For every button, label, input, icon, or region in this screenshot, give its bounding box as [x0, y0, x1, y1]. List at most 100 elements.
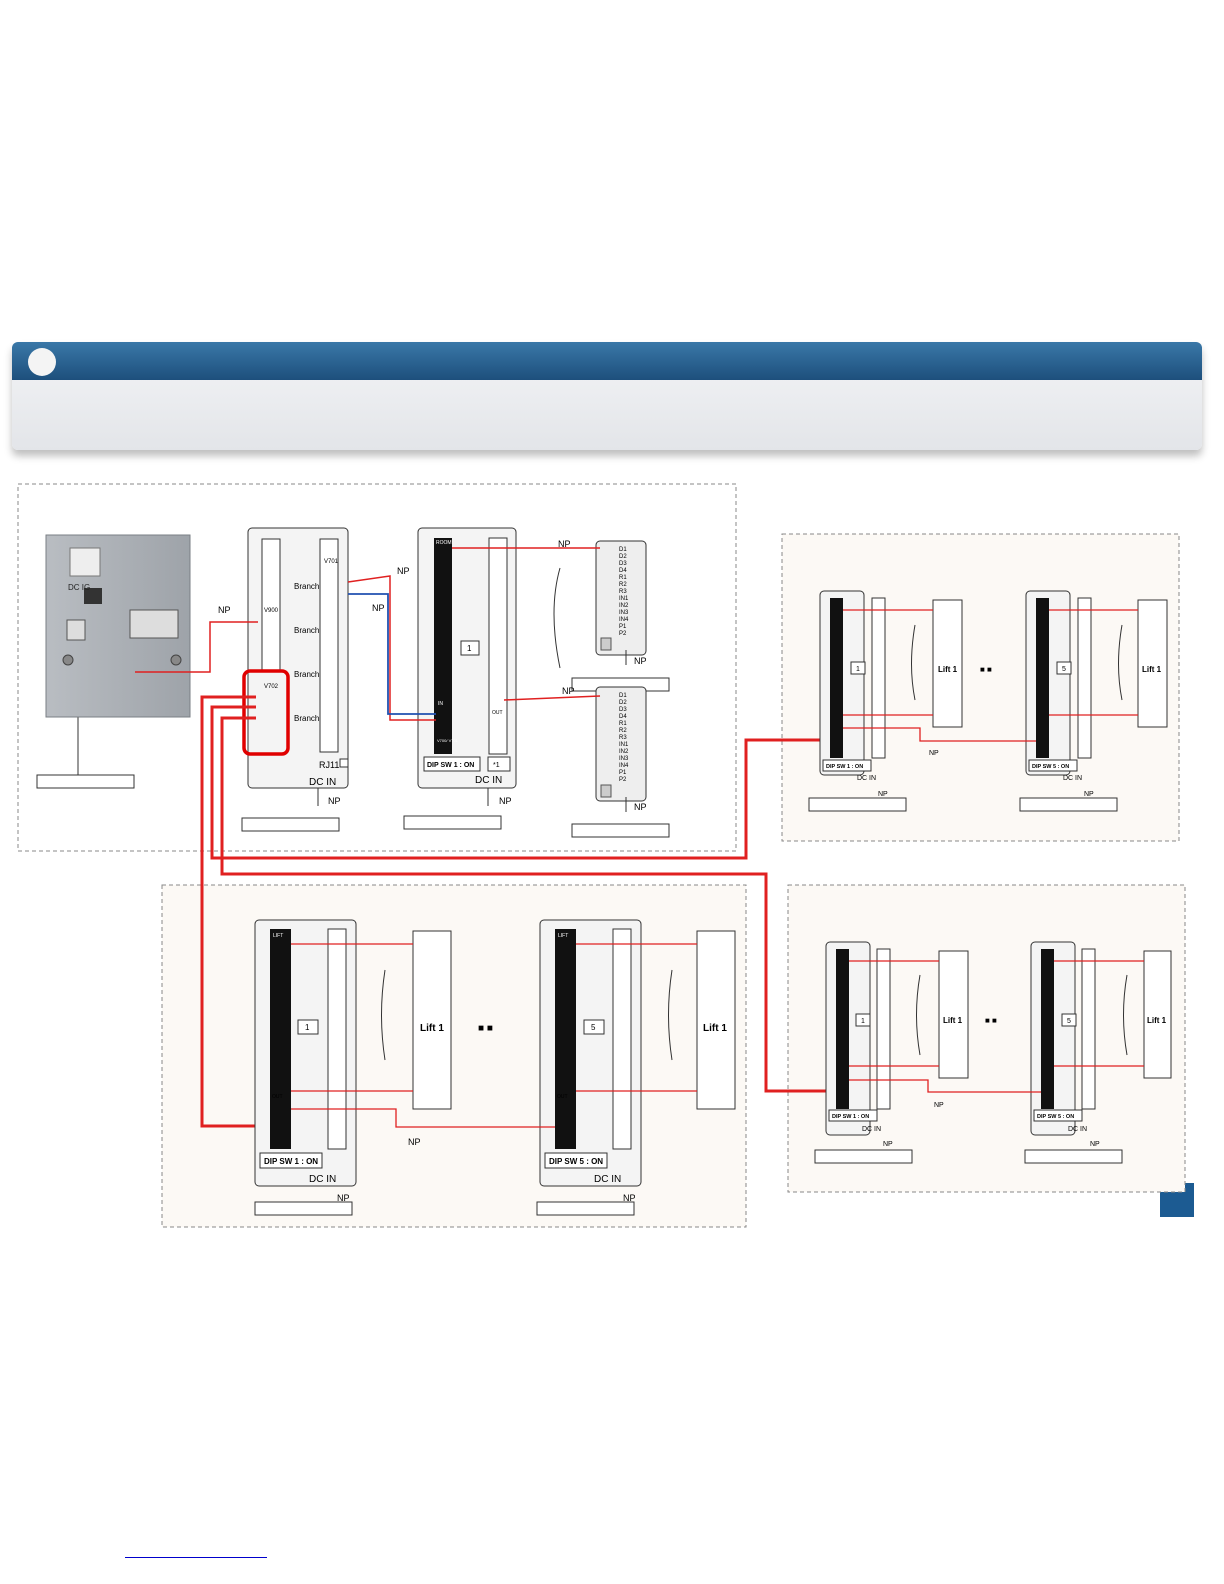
rb-1-lift-label: Lift 1 [943, 1016, 963, 1025]
rt-5-dip: DIP SW 5 : ON [1032, 764, 1069, 770]
trunk-wire-3 [220, 716, 830, 1093]
door-bot-in3: IN3 [619, 756, 629, 762]
door-top-in1: IN1 [619, 596, 629, 602]
door-top-d4: D4 [619, 568, 627, 574]
trunk-wire-1 [200, 695, 258, 1128]
label-box-room [403, 815, 502, 830]
door-bot-r1: R1 [619, 721, 627, 727]
b-5-dc-in: DC IN [594, 1174, 621, 1185]
door-bot-r2: R2 [619, 728, 627, 734]
rb-dots: ■ ■ [985, 1016, 997, 1025]
rt-1-number: 1 [856, 666, 860, 673]
v702-label: V702 [264, 684, 279, 690]
trunk-wire-2 [210, 705, 822, 860]
v900-label: V900 [264, 608, 279, 614]
v700-label: V700/ V701 [437, 738, 459, 743]
b-1-lift-label: Lift 1 [420, 1023, 444, 1034]
blue-wire [348, 593, 436, 715]
door-bot-d4: D4 [619, 714, 627, 720]
rt-1-dc-in: DC IN [857, 775, 876, 782]
lift-controller-rb-5: 5 DIP SW 5 : ON DC IN [1030, 941, 1096, 1136]
b-1-dip: DIP SW 1 : ON [264, 1157, 318, 1166]
door-top-d3: D3 [619, 561, 627, 567]
lift-box-rt-1 [932, 599, 963, 728]
door-bot-in4: IN4 [619, 763, 629, 769]
b-5-lift-tag: LIFT [558, 933, 568, 939]
label-box-b-1 [254, 1201, 353, 1216]
np-label-psu: NP [218, 605, 231, 615]
footer-link[interactable] [125, 1557, 267, 1558]
label-box-rb-1 [814, 1149, 913, 1164]
rt-5-np: NP [1084, 791, 1094, 798]
door-bot-d1: D1 [619, 693, 627, 699]
room-dc-in: DC IN [475, 775, 502, 786]
rb-5-dc-in: DC IN [1068, 1126, 1087, 1133]
door-top-in4: IN4 [619, 617, 629, 623]
out-label: OUT [492, 710, 503, 716]
np-label-branch-1: NP [397, 566, 410, 576]
door-top-r1: R1 [619, 575, 627, 581]
branch-label-3: Branch [294, 670, 319, 679]
power-supply-unit: DC IG [45, 534, 191, 718]
b-1-out: OUT [272, 1094, 283, 1100]
np-label-room: NP [499, 796, 512, 806]
np-label-branch-2: NP [372, 603, 385, 613]
lift-controller-rb-1: 1 DIP SW 1 : ON DC IN [825, 941, 891, 1136]
rt-np-link: NP [929, 750, 939, 757]
v701-label: V701 [324, 559, 339, 565]
b-1-np: NP [337, 1193, 350, 1203]
door-bot-d3: D3 [619, 707, 627, 713]
door-bot-p2: P2 [619, 777, 627, 783]
header-banner [12, 342, 1202, 450]
rb-1-number: 1 [861, 1018, 865, 1025]
door-top-d1: D1 [619, 547, 627, 553]
rb-5-dip: DIP SW 5 : ON [1037, 1114, 1074, 1120]
np-label-dist: NP [328, 796, 341, 806]
label-box-psu [36, 774, 135, 789]
lift-box-b-5 [696, 930, 736, 1110]
b-1-dc-in: DC IN [309, 1174, 336, 1185]
rb-1-dc-in: DC IN [862, 1126, 881, 1133]
door-top-r3: R3 [619, 589, 627, 595]
np-label-door-top: NP [634, 656, 647, 666]
label-box-door-bot [571, 823, 670, 838]
room-dip-label: DIP SW 1 : ON [427, 762, 474, 769]
rb-5-np: NP [1090, 1141, 1100, 1148]
psu-dc-label: DC IG [68, 583, 90, 592]
b-dots: ■ ■ [478, 1023, 493, 1034]
b-5-lift-label: Lift 1 [703, 1023, 727, 1034]
rb-5-lift-label: Lift 1 [1147, 1016, 1167, 1025]
lift-controller-rt-1: 1 DIP SW 1 : ON DC IN [819, 590, 886, 782]
door-bot-p1: P1 [619, 770, 627, 776]
door-station-bottom: D1 D2 D3 D4 R1 R2 R3 IN1 IN2 IN3 IN4 P1 … [595, 686, 647, 802]
highlight-terminals [242, 669, 290, 756]
header-bullet-icon [28, 348, 56, 376]
np-label-door-bot: NP [634, 802, 647, 812]
group-frame-main [17, 483, 737, 852]
rt-5-number: 5 [1062, 666, 1066, 673]
branch-label-4: Branch [294, 714, 319, 723]
b-5-number: 5 [591, 1023, 596, 1032]
rb-np-link: NP [934, 1102, 944, 1109]
group-frame-bottom [161, 884, 747, 1228]
door-bot-in1: IN1 [619, 742, 629, 748]
label-box-distributor [241, 817, 340, 832]
branch-label-2: Branch [294, 626, 319, 635]
rj11-label: RJ11 [319, 760, 339, 770]
door-bot-d2: D2 [619, 700, 627, 706]
door-top-d2: D2 [619, 554, 627, 560]
lift-box-b-1 [412, 930, 452, 1110]
distributor-unit: Branch Branch Branch Branch V701 V900 V7… [247, 527, 349, 789]
lift-box-rb-1 [938, 950, 969, 1079]
rb-1-np: NP [883, 1141, 893, 1148]
lift-box-rt-5 [1137, 599, 1168, 728]
rb-1-dip: DIP SW 1 : ON [832, 1114, 869, 1120]
rt-1-dip: DIP SW 1 : ON [826, 764, 863, 770]
header-bar [12, 342, 1202, 380]
label-box-rb-5 [1024, 1149, 1123, 1164]
branch-label-1: Branch [294, 582, 319, 591]
np-label-door-link-1: NP [558, 539, 571, 549]
door-bot-in2: IN2 [619, 749, 629, 755]
rt-5-dc-in: DC IN [1063, 775, 1082, 782]
